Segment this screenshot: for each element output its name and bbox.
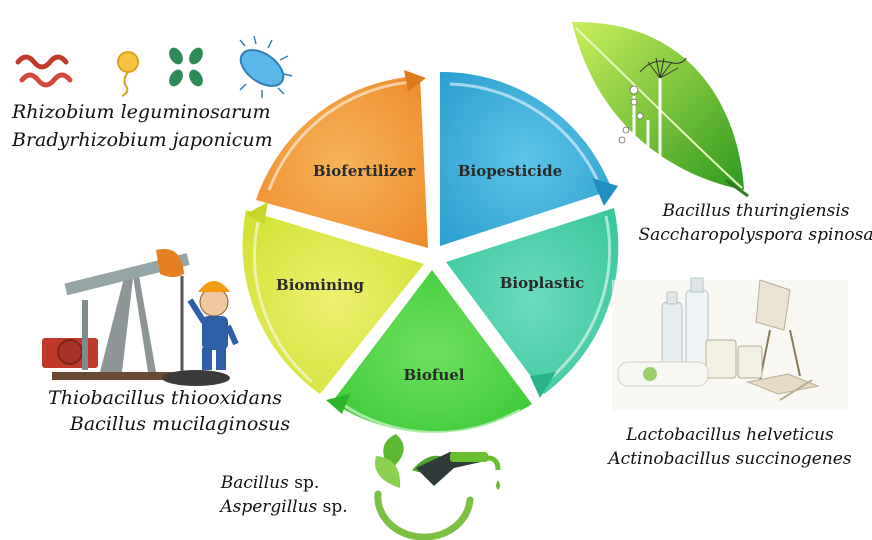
bioplastic-products-icon <box>612 277 848 410</box>
leaf-fungus-icon <box>572 21 749 198</box>
organism-genus: Aspergillus <box>218 497 317 517</box>
wedge-biofertilizer <box>256 70 428 248</box>
organism-species-abbrev: sp. <box>317 497 347 517</box>
bacteria-icons <box>15 35 293 98</box>
bacillus-bacteria-icon <box>239 35 293 98</box>
arrow-head <box>404 70 426 92</box>
organism-aspergillus-sp: Aspergillus sp. <box>218 497 347 517</box>
spirillum-bacteria-icon <box>15 54 73 88</box>
arrow-head <box>592 178 618 206</box>
fuel-nozzle-leaf-icon <box>374 434 501 540</box>
wedge-bioplastic <box>446 208 619 398</box>
organism-thiobacillus: Thiobacillus thiooxidans <box>48 387 282 409</box>
wedge-biomining <box>242 202 424 394</box>
wedge-biofuel <box>326 270 532 435</box>
oil-pump-worker-icon <box>42 249 239 386</box>
segment-label-biofuel: Biofuel <box>404 366 465 384</box>
organism-lactobacillus: Lactobacillus helveticus <box>625 425 834 445</box>
segment-label-bioplastic: Bioplastic <box>500 274 585 292</box>
segment-label-biofertilizer: Biofertilizer <box>313 162 416 180</box>
arrow-head <box>246 202 268 224</box>
arrow-head <box>530 372 556 398</box>
cycle-wheel <box>242 70 619 435</box>
organism-saccharopolyspora: Saccharopolyspora spinosa <box>638 225 872 245</box>
wedge-biopesticide <box>440 71 618 246</box>
organism-species-abbrev: sp. <box>289 473 319 493</box>
diplococci-bacteria-icon <box>169 47 203 87</box>
organism-actinobacillus: Actinobacillus succinogenes <box>606 449 851 469</box>
organism-rhizobium: Rhizobium leguminosarum <box>11 101 271 123</box>
organism-bacillus-sp: Bacillus sp. <box>220 473 320 493</box>
arrow-head <box>326 394 350 414</box>
organism-genus: Bacillus <box>220 473 289 493</box>
flagellated-bacteria-icon <box>117 51 139 97</box>
organism-bacillus-thuringiensis: Bacillus thuringiensis <box>662 201 850 221</box>
organism-bradyrhizobium: Bradyrhizobium japonicum <box>11 129 273 151</box>
organism-bacillus-mucilaginosus: Bacillus mucilaginosus <box>69 413 290 435</box>
segment-label-biopesticide: Biopesticide <box>458 162 562 180</box>
segment-label-biomining: Biomining <box>276 276 364 294</box>
